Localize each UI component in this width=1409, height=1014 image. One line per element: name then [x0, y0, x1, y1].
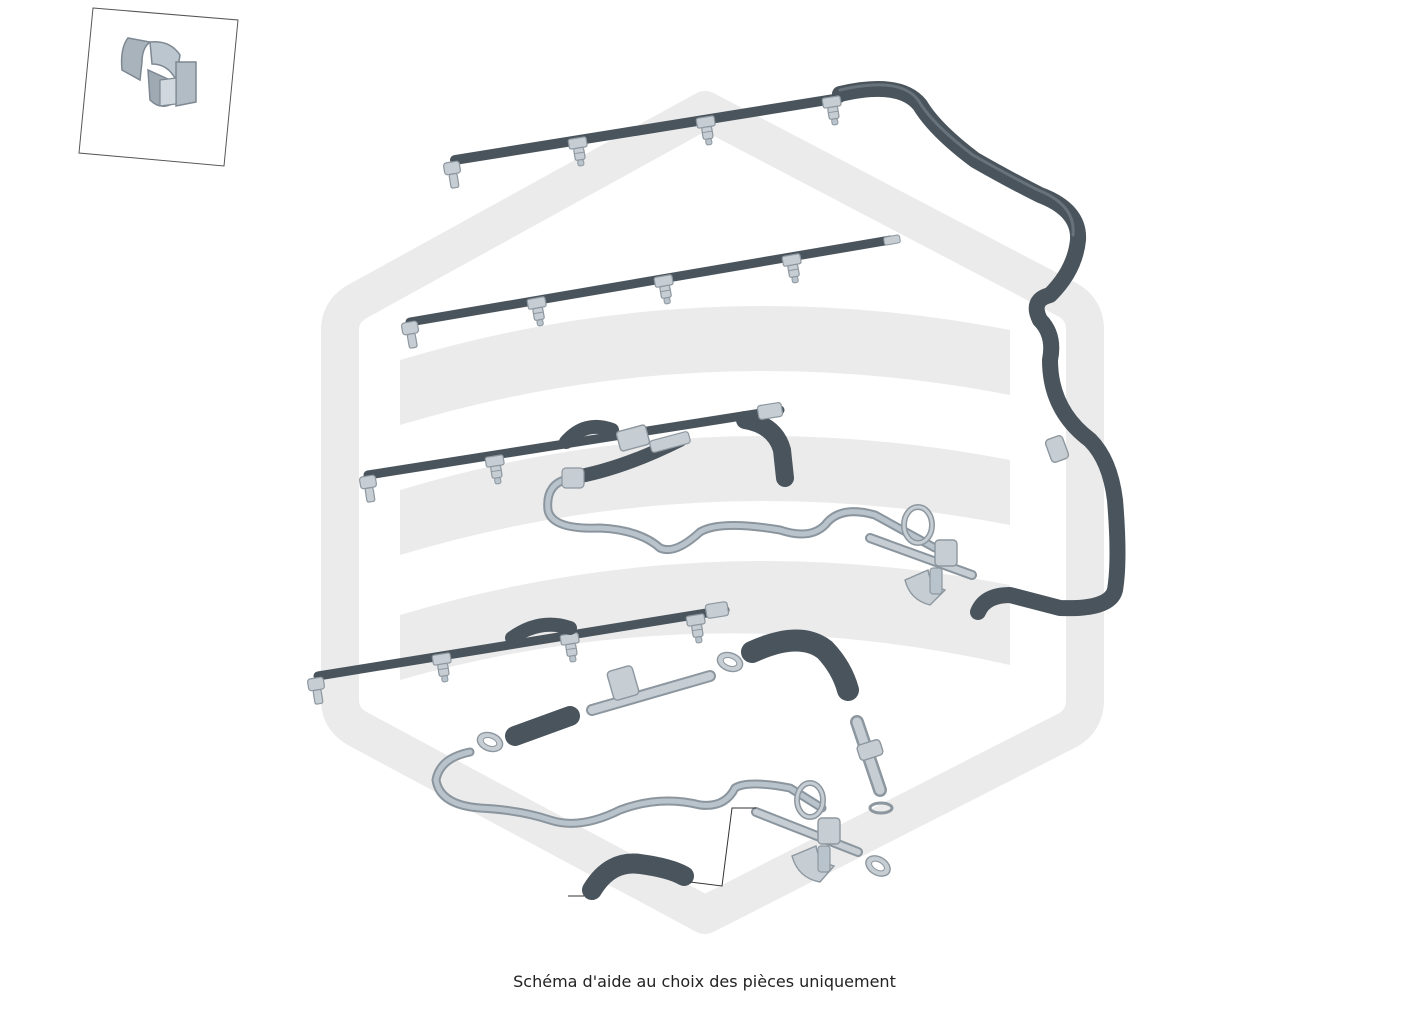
leak-off-rail-2[interactable]	[400, 234, 901, 350]
long-return-hose[interactable]	[832, 81, 1126, 620]
clamp-ring-lower[interactable]	[861, 851, 895, 881]
straight-connector-vertical[interactable]	[850, 715, 887, 797]
o-ring-seal[interactable]	[868, 801, 894, 815]
clamp-ring-middle[interactable]	[474, 728, 506, 756]
elbow-hose-upper[interactable]	[741, 629, 859, 701]
clamp-ring-upper[interactable]	[714, 648, 746, 676]
metal-return-pipe-1[interactable]	[543, 467, 940, 555]
metal-fitting-assembly-2[interactable]	[751, 780, 863, 883]
leader-line	[568, 807, 756, 897]
leak-off-rail-1[interactable]	[442, 93, 845, 190]
metal-fitting-assembly-1[interactable]	[865, 504, 977, 606]
diagram-caption: Schéma d'aide au choix des pièces unique…	[513, 972, 896, 991]
short-hose-middle[interactable]	[505, 706, 580, 746]
thumbnail-clip-part[interactable]	[78, 7, 239, 167]
metal-return-pipe-2[interactable]	[431, 747, 827, 828]
t-connector-fitting[interactable]	[586, 665, 716, 716]
leak-off-rail-4[interactable]	[306, 601, 730, 706]
elbow-hose-lower[interactable]	[582, 853, 694, 900]
small-connector-part[interactable]	[1044, 435, 1070, 464]
brand-shield-logo-icon	[321, 91, 1104, 934]
clip-part-icon	[120, 37, 197, 107]
